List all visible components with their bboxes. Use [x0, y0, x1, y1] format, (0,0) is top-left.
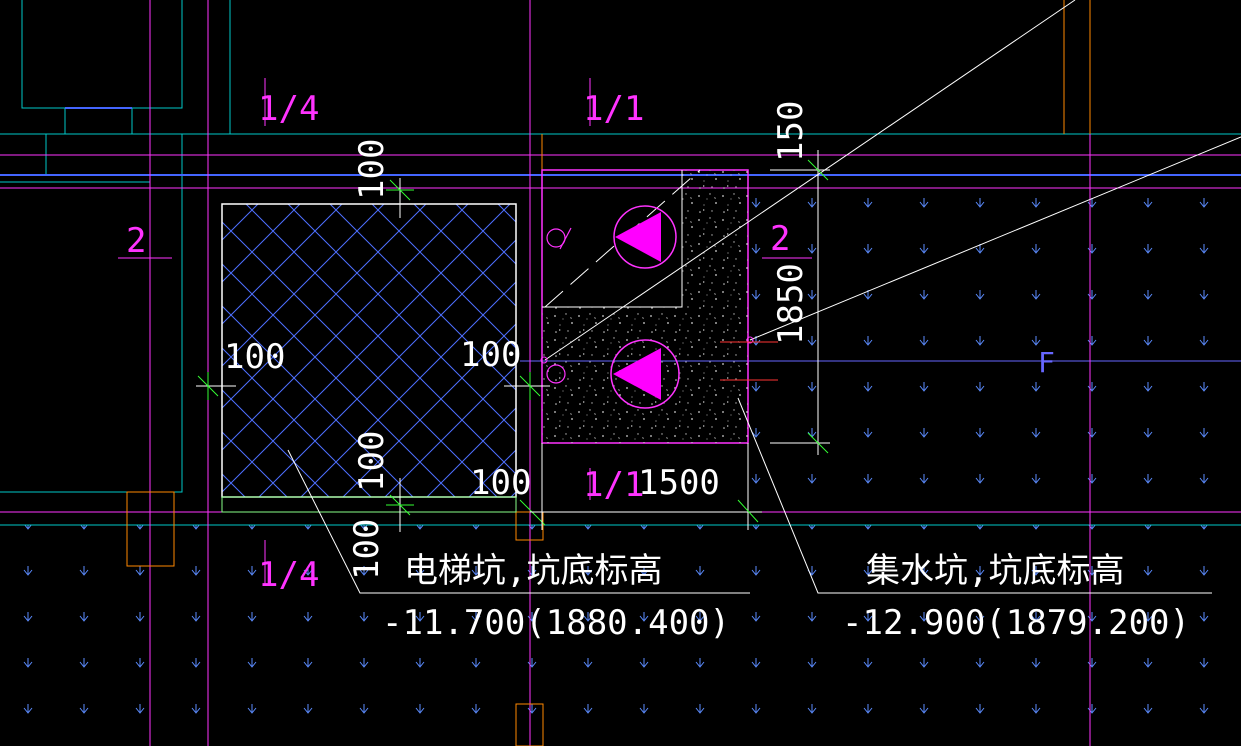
leader-lines: [287, 0, 1241, 594]
elevator-pit[interactable]: [221, 203, 517, 513]
horizontal-grid-lines: [0, 133, 1241, 526]
dimension-lines: [196, 150, 830, 532]
axis-label-a4: 2: [770, 219, 790, 259]
axis-label-a3: 2: [126, 221, 146, 261]
pump-icon[interactable]: [613, 205, 677, 269]
dim-label-100: 100: [347, 519, 387, 580]
orange-column-stubs: [126, 491, 544, 746]
axis-label-a5: 1/1: [583, 465, 644, 505]
axis-label-a2: 1/1: [583, 89, 644, 129]
ground-arrow-pattern: [0, 170, 1241, 746]
pump-triangle: [615, 212, 661, 262]
dim-pit-1850: 1850: [771, 263, 811, 345]
valve-icon[interactable]: [546, 227, 572, 384]
axis-label-a7: F: [1038, 346, 1055, 379]
axis-label-a1-top: 1/4: [258, 89, 319, 129]
dim-bottom-100: 100: [352, 431, 392, 492]
dim-left-100: 100: [224, 337, 285, 377]
elevator-pit-title: 电梯坑,坑底标高: [404, 551, 662, 591]
pump-icon[interactable]: [610, 339, 680, 409]
pump-triangle: [613, 348, 661, 400]
axis-marks: [118, 78, 591, 585]
upper-left-walls: [0, 0, 183, 493]
sump-pit[interactable]: [541, 169, 749, 444]
dim-pit-150: 150: [771, 101, 811, 162]
dim-corner-100: 100: [470, 463, 531, 503]
dim-pit-1500: 1500: [638, 463, 720, 503]
sump-pit-elevation: -12.900(1879.200): [842, 603, 1190, 643]
dim-top-100: 100: [352, 139, 392, 200]
sump-pit-title: 集水坑,坑底标高: [866, 551, 1124, 591]
dim-right-100: 100: [460, 335, 521, 375]
axis-label-a6-bottom: 1/4: [258, 555, 319, 595]
elevator-pit-elevation: -11.700(1880.400): [382, 603, 730, 643]
